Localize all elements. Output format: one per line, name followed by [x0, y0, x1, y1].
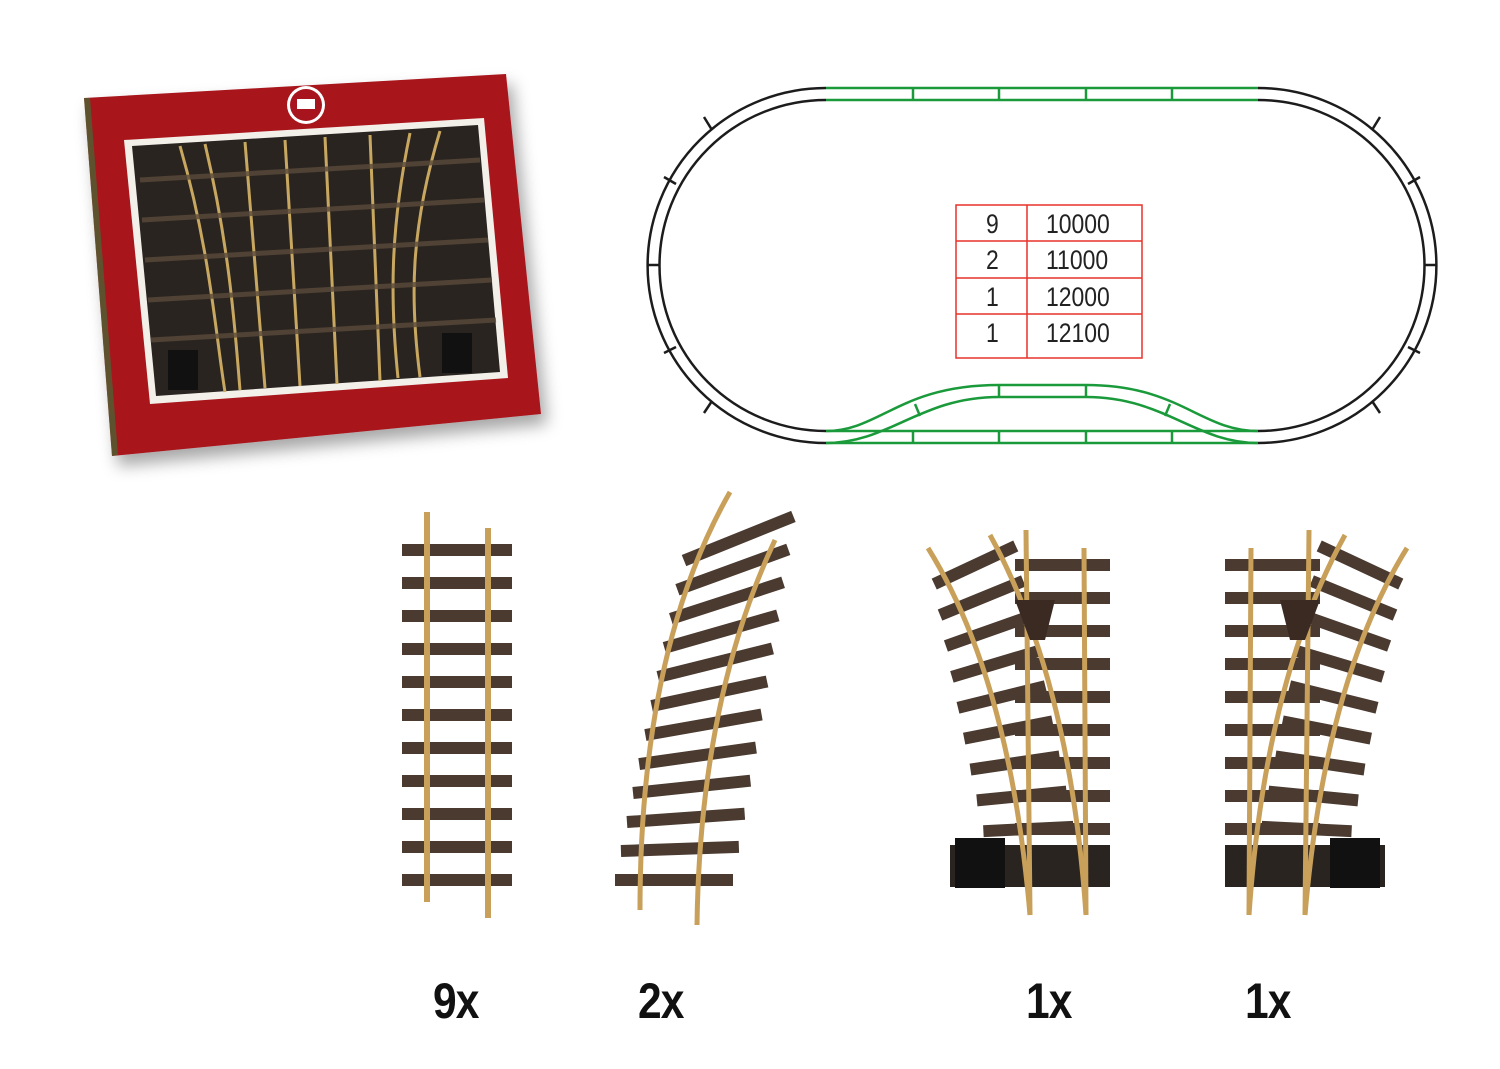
layout-diagram: [646, 86, 1438, 445]
highlighted-tracks: [825, 86, 1259, 445]
table-qty: 2: [986, 245, 999, 275]
lgb-logo: [287, 86, 325, 124]
right-switch-piece: [1225, 529, 1410, 916]
parts-table: [955, 204, 1143, 359]
box-track-contents: [178, 130, 442, 393]
straight-quantity: 9x: [433, 973, 479, 1029]
right-switch-quantity: 1x: [1245, 973, 1291, 1029]
left-switch-piece: [925, 529, 1110, 916]
oval-curves: [646, 86, 1438, 445]
table-article: 10000: [1046, 209, 1110, 239]
left-switch-quantity: 1x: [1026, 973, 1072, 1029]
table-qty: 1: [986, 318, 999, 348]
product-box-image: [84, 74, 541, 456]
curve-quantity: 2x: [638, 973, 684, 1029]
straight-track-piece: [402, 512, 512, 918]
table-article: 12000: [1046, 282, 1110, 312]
table-article: 11000: [1046, 245, 1109, 275]
table-qty: 1: [986, 282, 999, 312]
table-article: 12100: [1046, 318, 1110, 348]
table-qty: 9: [986, 209, 999, 239]
curved-track-piece: [615, 490, 796, 926]
